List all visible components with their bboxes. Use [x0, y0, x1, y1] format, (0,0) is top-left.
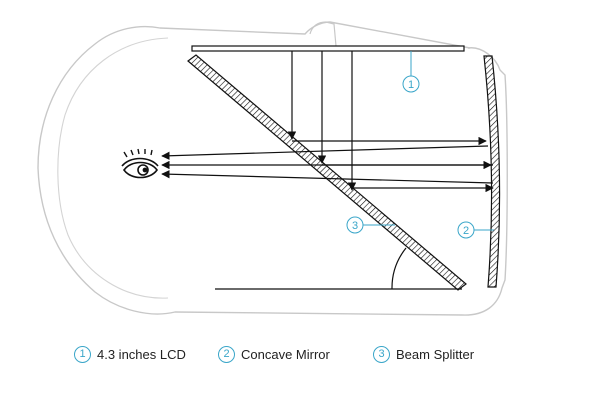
ray-to-eye-1 — [161, 145, 489, 160]
callout-mirror-circle — [457, 221, 475, 239]
concave-mirror — [483, 55, 501, 288]
legend-label-mirror: Concave Mirror — [241, 347, 330, 362]
beam-splitter — [187, 54, 467, 291]
lcd-panel — [191, 45, 465, 52]
angle-arc — [391, 247, 407, 290]
legend-item-lcd: 1 4.3 inches LCD — [74, 346, 186, 363]
legend-number-mirror: 2 — [218, 346, 235, 363]
ray-to-eye-3 — [161, 170, 494, 184]
car-inner-outline — [57, 37, 169, 299]
legend-item-mirror: 2 Concave Mirror — [218, 346, 330, 363]
callout-lcd-circle — [402, 75, 420, 93]
callout-splitter-circle — [346, 216, 364, 234]
legend-item-splitter: 3 Beam Splitter — [373, 346, 474, 363]
legend-number-splitter: 3 — [373, 346, 390, 363]
car-body-outline — [37, 21, 508, 316]
legend-label-lcd: 4.3 inches LCD — [97, 347, 186, 362]
callout-lcd-number: 1 — [408, 79, 414, 91]
legend-number-lcd: 1 — [74, 346, 91, 363]
eye-icon — [121, 148, 159, 179]
callout-splitter-number: 3 — [352, 220, 358, 232]
callout-mirror-number: 2 — [463, 225, 469, 237]
car-roof-bump — [309, 21, 337, 47]
legend-label-splitter: Beam Splitter — [396, 347, 475, 362]
